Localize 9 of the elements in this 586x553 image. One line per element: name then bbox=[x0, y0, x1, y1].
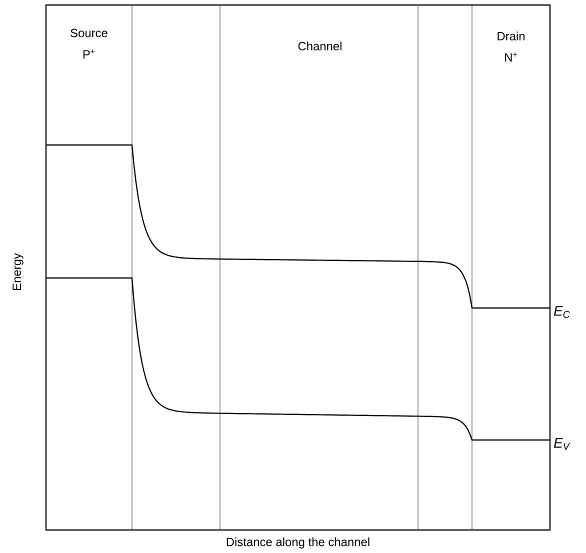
region-label: P$^{+}$ bbox=[83, 50, 95, 58]
axis-label: Distance along the channel bbox=[226, 537, 370, 549]
region-label: Source bbox=[70, 28, 108, 38]
band-label: E$_{V}$ bbox=[554, 438, 570, 450]
region-label: N$^{+}$ bbox=[505, 52, 517, 62]
region-label: Drain bbox=[498, 32, 524, 40]
region-label: Channel bbox=[298, 42, 342, 50]
band-label: E$_{C}$ bbox=[554, 306, 570, 318]
axis-label: Energy bbox=[12, 253, 24, 290]
